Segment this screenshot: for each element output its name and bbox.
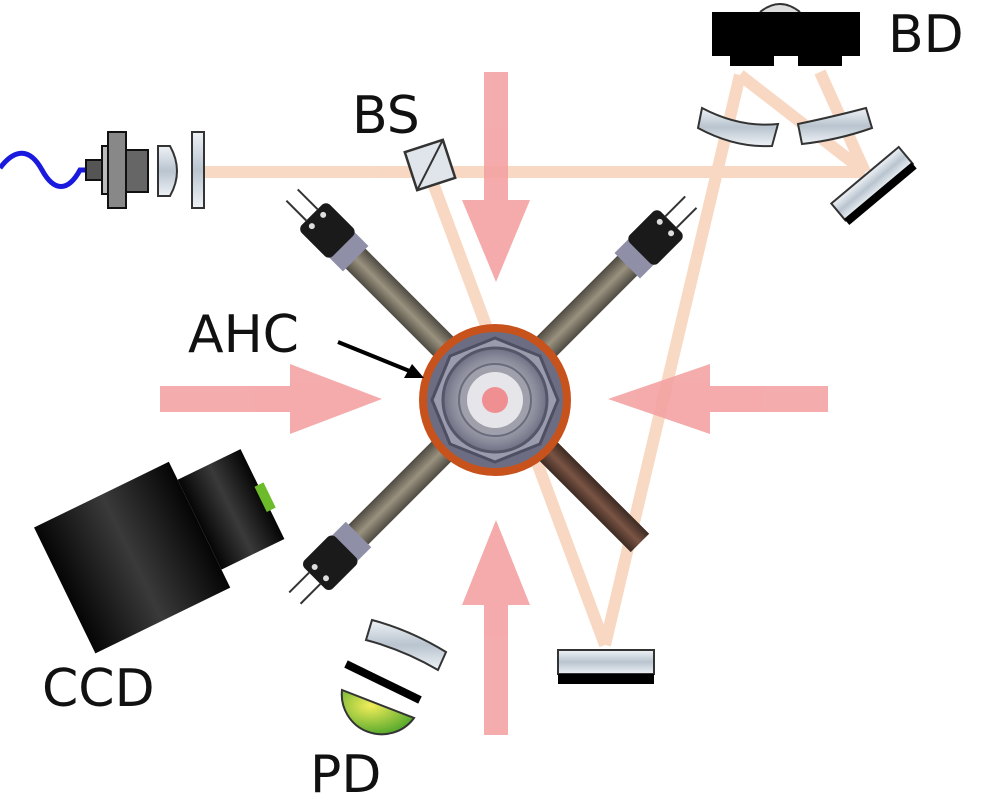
cooling-beam-left <box>160 364 382 434</box>
beam-dump-icon <box>712 3 860 66</box>
probe-beam <box>205 69 871 648</box>
curved-mirror-right-icon <box>796 106 874 146</box>
curved-mirror-left-icon <box>696 106 780 148</box>
ahc-pointer-arrow <box>337 340 424 378</box>
waveplate-icon <box>191 131 205 209</box>
label-bs: BS <box>352 86 420 146</box>
optical-fiber <box>0 150 92 189</box>
cooling-beams <box>160 72 828 735</box>
mirror-icon <box>829 145 917 226</box>
cooling-beam-bottom <box>462 520 530 735</box>
cooling-beam-top <box>462 72 530 282</box>
label-ccd: CCD <box>42 659 155 719</box>
bottom-mirror-icon <box>557 649 655 684</box>
photodiode-icon <box>340 660 422 736</box>
vacuum-chamber-icon <box>419 324 571 476</box>
camera-icon <box>34 449 285 654</box>
lens-icon <box>157 145 178 197</box>
pd-lens-icon <box>364 618 448 672</box>
label-pd: PD <box>310 745 381 804</box>
fiber-coupler-icon <box>85 131 149 209</box>
cooling-beam-right <box>608 364 828 434</box>
beam-splitter-icon <box>403 138 457 192</box>
label-ahc: AHC <box>188 305 299 365</box>
label-bd: BD <box>888 5 964 65</box>
